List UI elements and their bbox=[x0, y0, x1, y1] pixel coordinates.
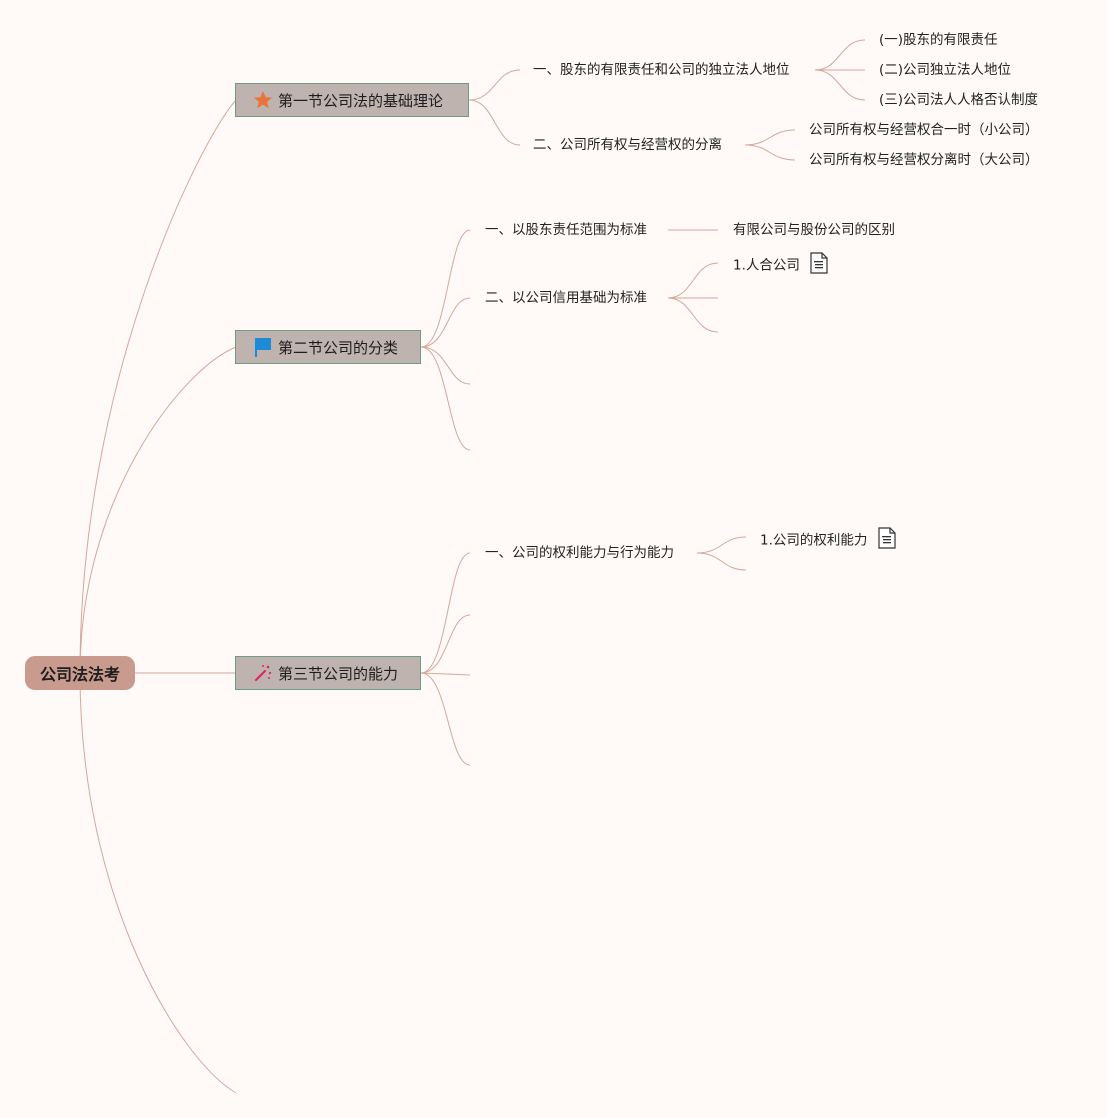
topic-by-liability-scope[interactable]: 一、以股东责任范围为标准 bbox=[485, 222, 647, 238]
subtopic-label: 1.公司的权利能力 bbox=[760, 532, 868, 549]
connector-s2-empty1 bbox=[420, 346, 471, 385]
section-capacity[interactable]: 第三节公司的能力 bbox=[235, 656, 421, 690]
connector-s3-empty1 bbox=[420, 614, 471, 674]
connector-s1-t2 bbox=[468, 99, 521, 146]
star-icon bbox=[252, 89, 274, 111]
connector-t1-sub1 bbox=[814, 39, 866, 71]
topic-limited-liability-independence[interactable]: 一、股东的有限责任和公司的独立法人地位 bbox=[533, 62, 790, 78]
connector-s2t2-sub1 bbox=[667, 262, 719, 299]
connector-s2-t2 bbox=[420, 297, 471, 348]
connector-s3-empty3 bbox=[420, 672, 471, 766]
section-classification[interactable]: 第二节公司的分类 bbox=[235, 330, 421, 364]
subtopic-independent-legal-person[interactable]: (二)公司独立法人地位 bbox=[879, 62, 1012, 78]
topic-ownership-management-separation[interactable]: 二、公司所有权与经营权的分离 bbox=[533, 137, 722, 153]
connector-root-section1 bbox=[79, 99, 237, 674]
connector-s1-t1 bbox=[468, 69, 521, 101]
connector-s2-empty2 bbox=[420, 346, 471, 451]
note-icon[interactable] bbox=[810, 252, 828, 279]
subtopic-label: 1.人合公司 bbox=[733, 257, 800, 274]
magic-wand-icon bbox=[252, 662, 274, 684]
connector-t1-sub3 bbox=[814, 69, 866, 101]
topic-rights-and-conduct-capacity[interactable]: 一、公司的权利能力与行为能力 bbox=[485, 545, 674, 561]
connector-s3t1-empty1 bbox=[696, 552, 747, 571]
subtopic-llc-vs-joint-stock[interactable]: 有限公司与股份公司的区别 bbox=[733, 222, 895, 238]
subtopic-partnership-company[interactable]: 1.人合公司 bbox=[733, 252, 828, 279]
subtopic-piercing-corporate-veil[interactable]: (三)公司法人人格否认制度 bbox=[879, 92, 1039, 108]
connector-t2-sub2 bbox=[744, 144, 796, 161]
connector-root-section2 bbox=[79, 346, 237, 674]
subtopic-rights-capacity[interactable]: 1.公司的权利能力 bbox=[760, 527, 896, 554]
connector-s2-t1 bbox=[420, 229, 471, 348]
section-label: 第二节公司的分类 bbox=[278, 338, 399, 357]
connector-s3t1-sub1 bbox=[696, 536, 747, 554]
subtopic-ownership-separated[interactable]: 公司所有权与经营权分离时（大公司） bbox=[809, 152, 1039, 168]
connector-t2-sub1 bbox=[744, 129, 796, 146]
connector-root-collapsed-branch bbox=[79, 672, 237, 1094]
flag-icon bbox=[252, 336, 274, 358]
connector-s2t2-empty2 bbox=[667, 297, 719, 333]
section-label: 第一节公司法的基础理论 bbox=[278, 91, 444, 110]
subtopic-ownership-combined[interactable]: 公司所有权与经营权合一时（小公司） bbox=[809, 122, 1039, 138]
connector-s3-t1 bbox=[420, 552, 471, 674]
note-icon[interactable] bbox=[878, 527, 896, 554]
topic-by-credit-basis[interactable]: 二、以公司信用基础为标准 bbox=[485, 290, 647, 306]
section-label: 第三节公司的能力 bbox=[278, 664, 399, 683]
section-basic-theory[interactable]: 第一节公司法的基础理论 bbox=[235, 83, 469, 117]
root-topic[interactable]: 公司法法考 bbox=[25, 656, 135, 690]
connector-s3-empty2 bbox=[420, 672, 471, 676]
subtopic-shareholder-limited-liability[interactable]: (一)股东的有限责任 bbox=[879, 32, 998, 48]
